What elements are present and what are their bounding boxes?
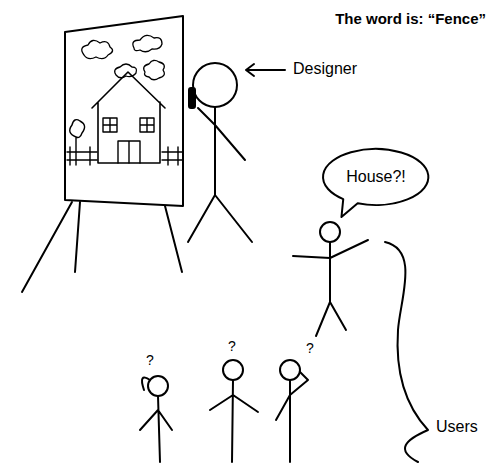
designer-arrow [246,64,285,76]
cloud [82,40,113,58]
easel-board [65,16,183,206]
question-mark: ? [146,352,154,368]
question-mark: ? [228,338,236,354]
user-head [148,376,168,396]
marker [189,88,195,108]
user-head [223,360,243,380]
title: The word is: “Fence” [335,10,486,27]
role-label: Users [436,418,478,436]
house-windows [103,118,154,132]
designer-body [188,107,252,242]
user-head [320,222,340,242]
bubble-text: House?! [346,168,406,186]
house-door [118,141,140,163]
users-bracket [385,242,428,462]
user-body [293,240,368,336]
house [92,72,165,163]
user-body [210,380,258,462]
cloud [133,35,162,51]
speech-bubble: House?! [323,149,428,205]
user-body [276,372,308,462]
role-label: Designer [293,60,357,78]
user-body [140,378,172,462]
question-mark: ? [306,340,314,356]
designer-head [193,63,237,107]
easel-legs [22,202,182,292]
tree [70,120,85,165]
cloud [144,60,165,79]
user-head [280,360,300,380]
fence [67,147,182,165]
cloud [115,64,137,78]
